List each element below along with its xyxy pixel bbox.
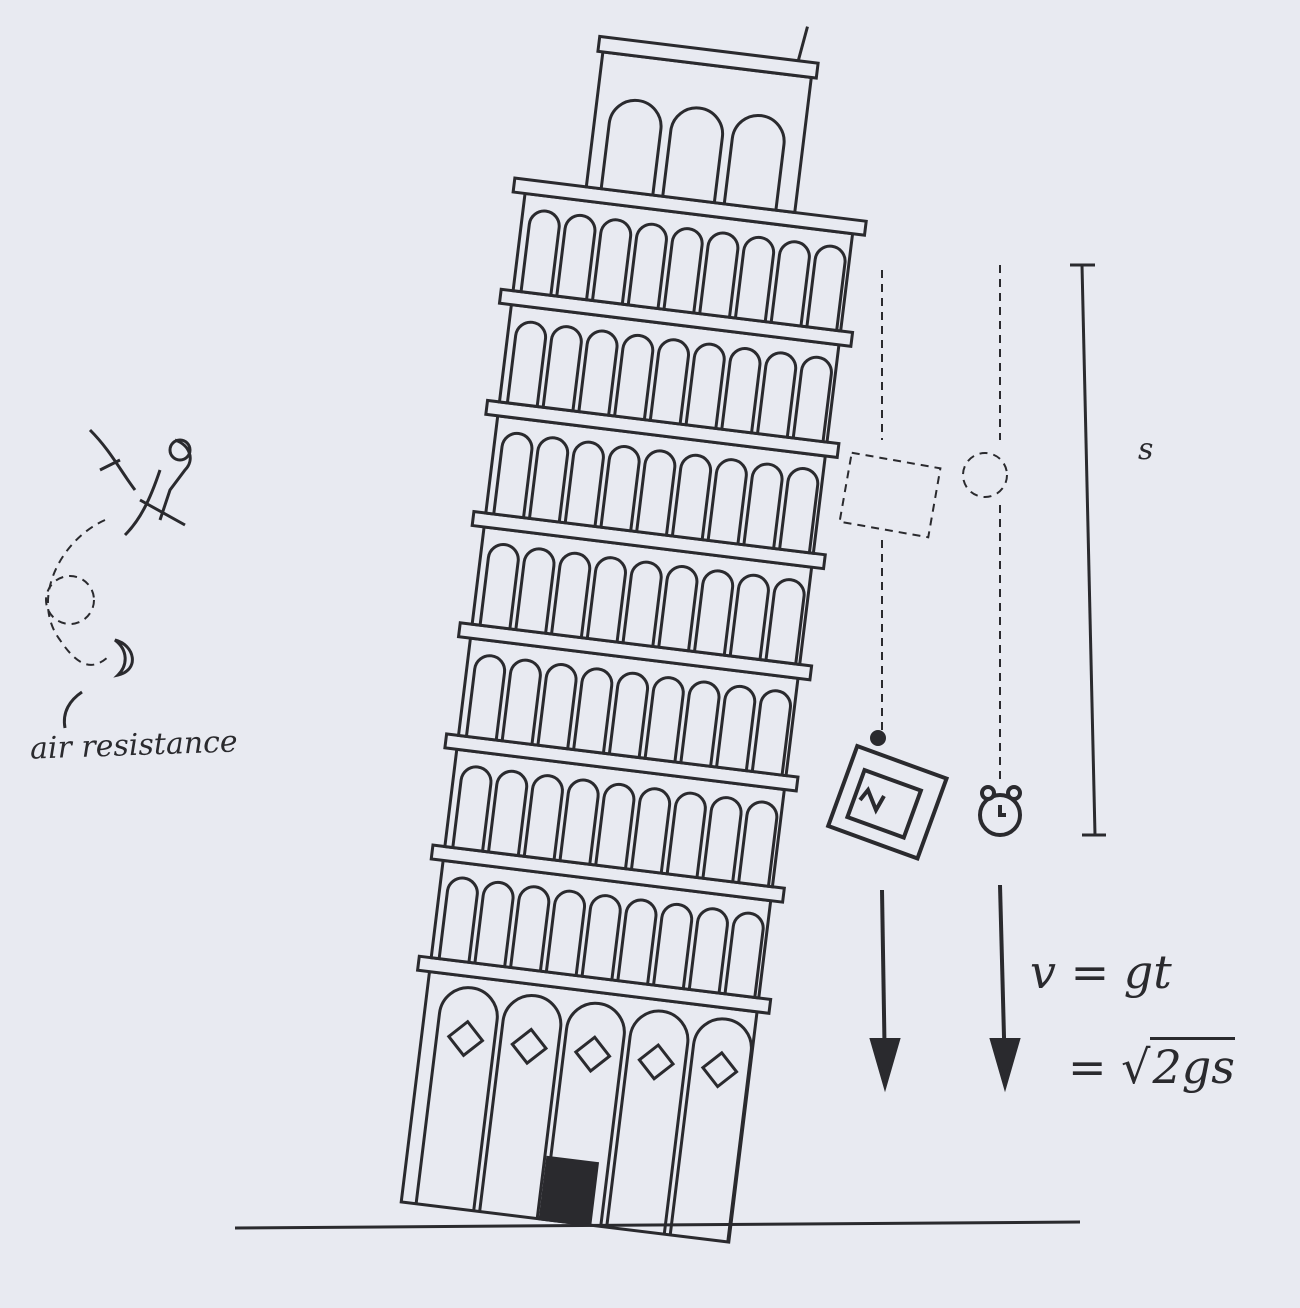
fall-paths bbox=[45, 265, 1008, 780]
tower-door bbox=[538, 1155, 600, 1227]
falling-tv-icon bbox=[825, 730, 950, 862]
bird-icon bbox=[88, 428, 192, 678]
velocity-equation: v = gt bbox=[1030, 945, 1172, 999]
leaning-tower bbox=[399, 26, 868, 1244]
velocity-equation-sqrt: = √2gs bbox=[1068, 1037, 1235, 1094]
bird-ghost-path bbox=[47, 519, 111, 666]
moon-drop-icon bbox=[113, 638, 134, 678]
falling-clock-icon bbox=[978, 785, 1022, 837]
clock-ghost-icon bbox=[962, 452, 1008, 498]
distance-bar bbox=[1070, 263, 1106, 837]
eq-prefix: = √ bbox=[1068, 1040, 1151, 1094]
ground-line bbox=[234, 1220, 1081, 1230]
tv-ghost-icon bbox=[838, 451, 942, 539]
air-resistance-arrow bbox=[62, 690, 83, 729]
air-resistance-label: air resistance bbox=[29, 724, 239, 767]
distance-label: s bbox=[1138, 432, 1154, 467]
velocity-arrows bbox=[62, 690, 1021, 1093]
eq-radicand: 2gs bbox=[1150, 1037, 1235, 1094]
